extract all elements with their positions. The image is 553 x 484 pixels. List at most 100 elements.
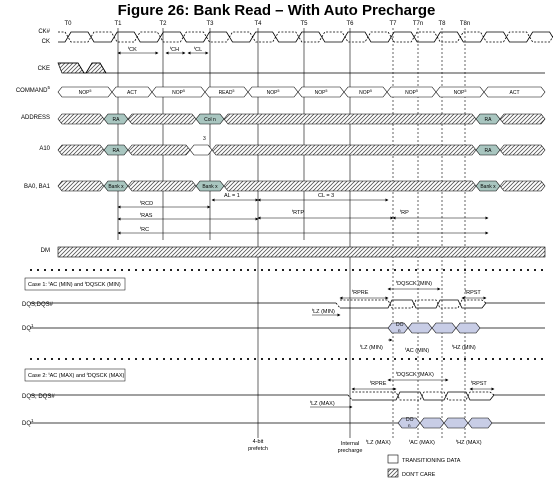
case2-tlz: tLZ (MAX) — [310, 399, 335, 407]
signal-command: COMMAND5 — [16, 85, 51, 94]
address-value: RA — [485, 117, 493, 123]
a10-segment — [127, 144, 191, 156]
case1-section: Case 1: tAC (MIN) and tDQSCK (MIN) DQS,D… — [22, 277, 545, 354]
case2-tlz2: tLZ (MAX) — [366, 438, 391, 446]
tcl-label: tCL — [194, 45, 202, 53]
clock-waveform — [58, 31, 553, 43]
case1-trpre: tRPRE — [352, 288, 369, 296]
ba-value: Bank x — [202, 184, 218, 190]
case2-tac: tAC (MAX) — [409, 438, 435, 446]
a10-dontcare — [211, 144, 477, 156]
ba-segment — [57, 180, 105, 192]
address-segment — [57, 113, 105, 125]
case1-dqs-signal: DQS,DQS# — [22, 302, 54, 308]
trcd-label: tRCD — [140, 199, 153, 207]
command-nop: NOP5 — [315, 89, 328, 96]
case1-dq-signal: DQ1 — [22, 323, 34, 332]
command-act: ACT — [510, 90, 520, 96]
case1-tlz2: tLZ (MIN) — [360, 343, 383, 351]
case2-dqs-signal: DQS, DQS# — [22, 394, 55, 400]
al-label: AL = 1 — [224, 193, 240, 199]
legend: TRANSITIONING DATA DON'T CARE — [387, 454, 461, 478]
legend-dont-care-label: DON'T CARE — [402, 472, 436, 478]
time-label-t7n: T7n — [413, 21, 423, 27]
case2-label-box — [24, 368, 126, 382]
command-sup: 5 — [232, 89, 234, 93]
ba-segment — [223, 180, 477, 192]
legend-dont-care-swatch — [387, 468, 399, 478]
cl-label: CL = 3 — [318, 193, 334, 199]
command-sup: 5 — [277, 89, 279, 93]
command-nop: NOP5 — [454, 89, 467, 96]
precharge-label-2: precharge — [338, 448, 363, 454]
case2-thz: tHZ (MAX) — [456, 438, 482, 446]
ck-wave — [58, 31, 553, 43]
legend-transitioning-swatch — [387, 454, 399, 464]
trp-label: tRP — [400, 208, 409, 216]
command-sup: 5 — [183, 89, 185, 93]
case1-tac: tAC (MIN) — [405, 346, 429, 354]
bottom-annotations: 4-bit prefetch Internal precharge — [248, 439, 362, 454]
case2-section: Case 2: tAC (MAX) and tDQSCK (MAX) DQS, … — [22, 368, 545, 446]
time-label-t8n: T8n — [460, 21, 470, 27]
case1-tlz: tLZ (MIN) — [312, 307, 335, 315]
ba-segment — [127, 180, 197, 192]
case2-do-n: n — [408, 423, 411, 428]
signal-a10: A10 — [39, 146, 50, 152]
time-label-t4: T4 — [254, 21, 262, 27]
tck-label: tCK — [128, 45, 137, 53]
ba-value: Bank x — [108, 184, 124, 190]
ba-value: Bank x — [480, 184, 496, 190]
signal-names: CK# CK CKE COMMAND5 ADDRESS A10 BA0, BA1… — [16, 29, 51, 254]
time-label-t6: T6 — [346, 21, 354, 27]
command-read: READ5 — [219, 89, 235, 96]
time-label-t5: T5 — [300, 21, 308, 27]
command-nop: NOP5 — [359, 89, 372, 96]
address-segment — [499, 113, 546, 125]
a10-low — [189, 144, 213, 156]
a10-value: RA — [113, 148, 121, 154]
address-segment — [127, 113, 197, 125]
trc-label: tRC — [140, 225, 149, 233]
prefetch-label-1: 4-bit — [253, 439, 264, 445]
command-nop: NOP5 — [79, 89, 92, 96]
a10-value: RA — [485, 148, 493, 154]
address-segment — [223, 113, 477, 125]
signal-ck: CK — [42, 39, 50, 45]
command-sup: 5 — [416, 89, 418, 93]
case2-trpre: tRPRE — [370, 379, 387, 387]
command-nop: NOP5 — [267, 89, 280, 96]
case1-tdqsck: tDQSCK (MIN) — [396, 279, 432, 287]
case1-label: Case 1: tAC (MIN) and tDQSCK (MIN) — [28, 280, 121, 288]
case2-do: DO — [406, 417, 414, 423]
case2-trpst: tRPST — [471, 379, 487, 387]
case2-dq-signal: DQ1 — [22, 418, 34, 427]
a10-bus: RA RA — [57, 144, 546, 156]
case1-label-box — [24, 277, 126, 291]
command-sup: 5 — [464, 89, 466, 93]
signal-cke: CKE — [38, 66, 50, 72]
ba-bus: Bank x Bank x Bank x — [57, 180, 546, 192]
case2-label: Case 2: tAC (MAX) and tDQSCK (MAX) — [28, 371, 125, 379]
command-nop: NOP5 — [172, 89, 185, 96]
precharge-label-1: Internal — [341, 441, 359, 447]
a10-note: 3 — [203, 136, 206, 142]
time-label-t8: T8 — [438, 21, 446, 27]
case1-do-n: n — [398, 328, 401, 333]
command-sup: 5 — [89, 89, 91, 93]
command-sup: 5 — [325, 89, 327, 93]
command-sup: 5 — [370, 89, 372, 93]
figure-title: Figure 26: Bank Read – With Auto Prechar… — [117, 2, 436, 19]
case1-thz: tHZ (MIN) — [452, 343, 476, 351]
ck-n-wave — [58, 31, 553, 43]
legend-transitioning-label: TRANSITIONING DATA — [402, 458, 461, 464]
time-label-t3: T3 — [206, 21, 214, 27]
trtp-label: tRTP — [292, 208, 304, 216]
time-label-t1: T1 — [114, 21, 122, 27]
tras-label: tRAS — [140, 211, 153, 219]
dm-bus — [57, 246, 546, 258]
time-label-t0: T0 — [64, 21, 72, 27]
a10-segment — [499, 144, 546, 156]
